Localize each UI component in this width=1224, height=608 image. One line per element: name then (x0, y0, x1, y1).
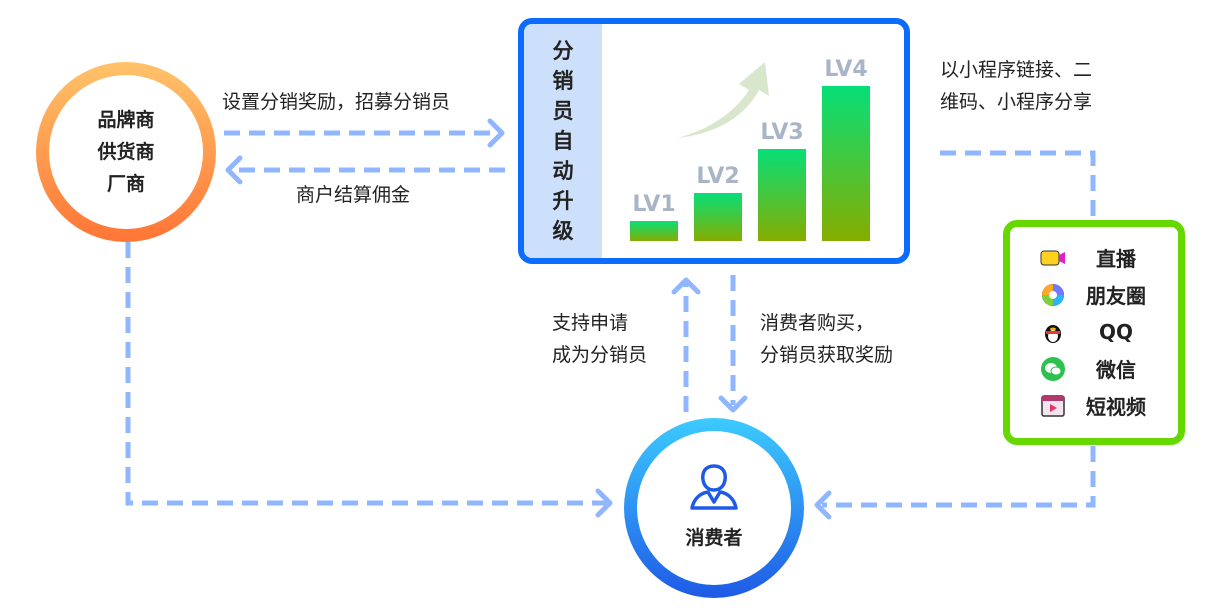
channel-label: 短视频 (1086, 395, 1146, 419)
apply-label-line1: 支持申请 (552, 312, 629, 334)
level-bar-lv4 (822, 86, 870, 241)
title-char: 升 (552, 189, 574, 213)
growth-arrow-icon (677, 62, 769, 138)
edge-channels-to-consumer (822, 446, 1096, 508)
purchase-label-line1: 消费者购买， (760, 312, 875, 334)
channel-label: 朋友圈 (1086, 284, 1146, 308)
edge-share-to-channels (940, 150, 1096, 220)
share-label-line1: 以小程序链接、二 (940, 59, 1093, 81)
user-icon (690, 464, 738, 510)
brand-label: 品牌商 (97, 109, 155, 131)
level-bar-lv2 (694, 193, 742, 241)
channel-item: 直播 (1010, 239, 1178, 276)
channel-label: 微信 (1096, 358, 1136, 382)
upgrade-title: 分 销 员 自 动 升 级 (524, 24, 602, 258)
title-char: 级 (552, 219, 574, 243)
wechat-icon (1040, 356, 1066, 381)
level-label: LV2 (696, 164, 740, 189)
arrowhead-right (487, 118, 505, 148)
upgrade-box: 分 销 员 自 动 升 级 LV1 LV2 LV3 LV4 (518, 18, 910, 264)
short-video-icon (1040, 394, 1066, 418)
level-label: LV1 (632, 192, 676, 217)
channel-label: 直播 (1096, 247, 1136, 271)
share-label-line2: 维码、小程序分享 (940, 91, 1093, 113)
arrowhead-left (225, 155, 243, 185)
channel-label: QQ (1098, 319, 1133, 344)
channel-item: 朋友圈 (1010, 276, 1178, 313)
purchase-label-line2: 分销员获取奖励 (760, 344, 894, 366)
channel-box: 直播 朋友圈 QQ 微信 短视频 (1003, 220, 1185, 445)
channel-item: 微信 (1010, 350, 1178, 387)
moments-icon (1040, 283, 1066, 307)
arrowhead-up (671, 277, 701, 295)
level-label: LV4 (824, 57, 868, 82)
level-bar-lv1 (630, 221, 678, 241)
channel-item: 短视频 (1010, 387, 1178, 424)
consumer-node: 消费者 (624, 418, 804, 598)
apply-label-line2: 成为分销员 (552, 344, 648, 366)
channel-item: QQ (1010, 313, 1178, 350)
arrowhead-down (718, 395, 748, 413)
edge-label-recruit: 设置分销奖励，招募分销员 (222, 91, 451, 113)
consumer-label: 消费者 (685, 527, 743, 549)
live-camera-icon (1040, 246, 1066, 270)
qq-penguin-icon (1040, 320, 1066, 344)
title-char: 自 (552, 129, 574, 153)
edge-label-settle: 商户结算佣金 (296, 184, 411, 206)
level-bar-lv3 (758, 149, 806, 241)
title-char: 分 (552, 39, 574, 63)
title-char: 销 (552, 69, 574, 93)
title-char: 员 (552, 99, 574, 123)
edge-brand-to-consumer (125, 242, 606, 506)
arrowhead-to-consumer-right (814, 490, 832, 520)
brand-node: 品牌商 供货商 厂商 (36, 62, 216, 242)
arrowhead-to-consumer-left (595, 488, 613, 518)
factory-label: 厂商 (106, 173, 145, 195)
supplier-label: 供货商 (97, 141, 155, 163)
level-label: LV3 (760, 120, 804, 145)
title-char: 动 (552, 159, 574, 183)
